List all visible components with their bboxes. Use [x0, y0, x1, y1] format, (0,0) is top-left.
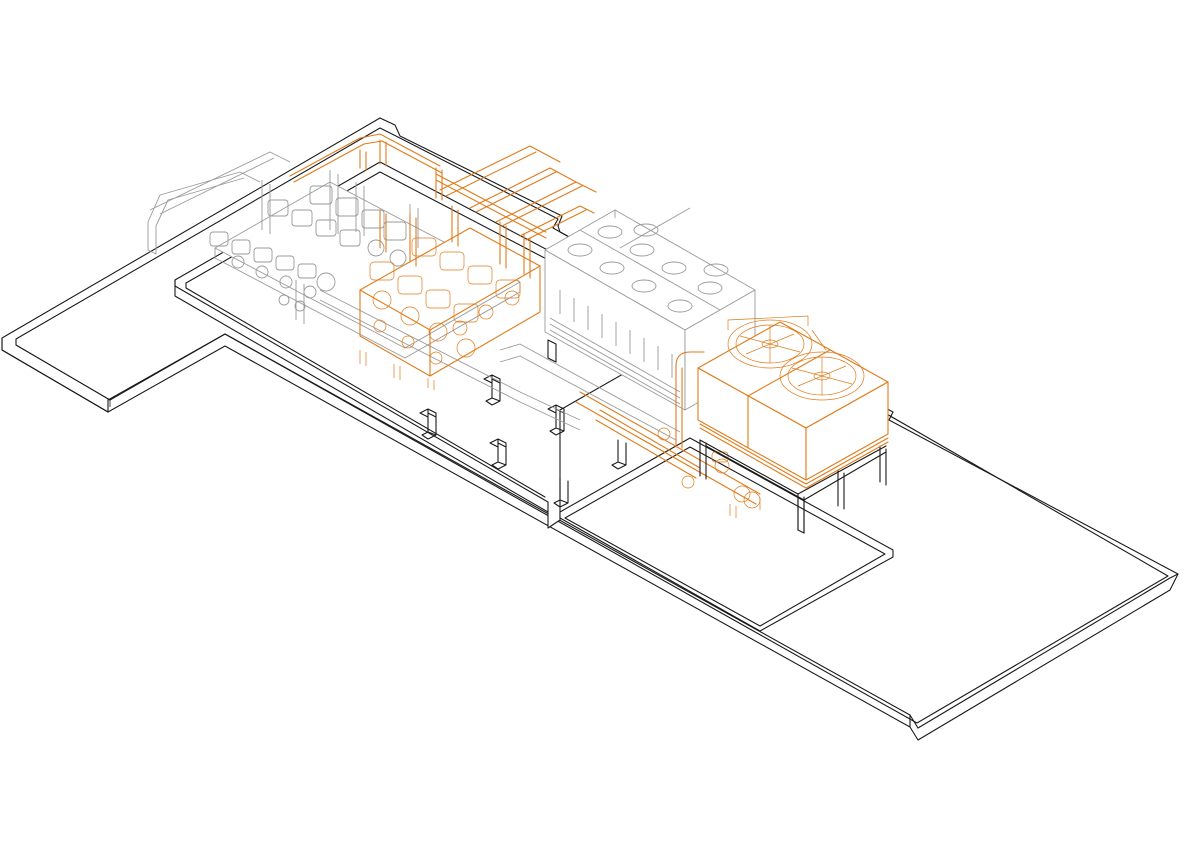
highlighted-pump-set	[289, 133, 597, 390]
main-pipe-run	[575, 391, 761, 518]
cooling-towers	[675, 315, 889, 534]
